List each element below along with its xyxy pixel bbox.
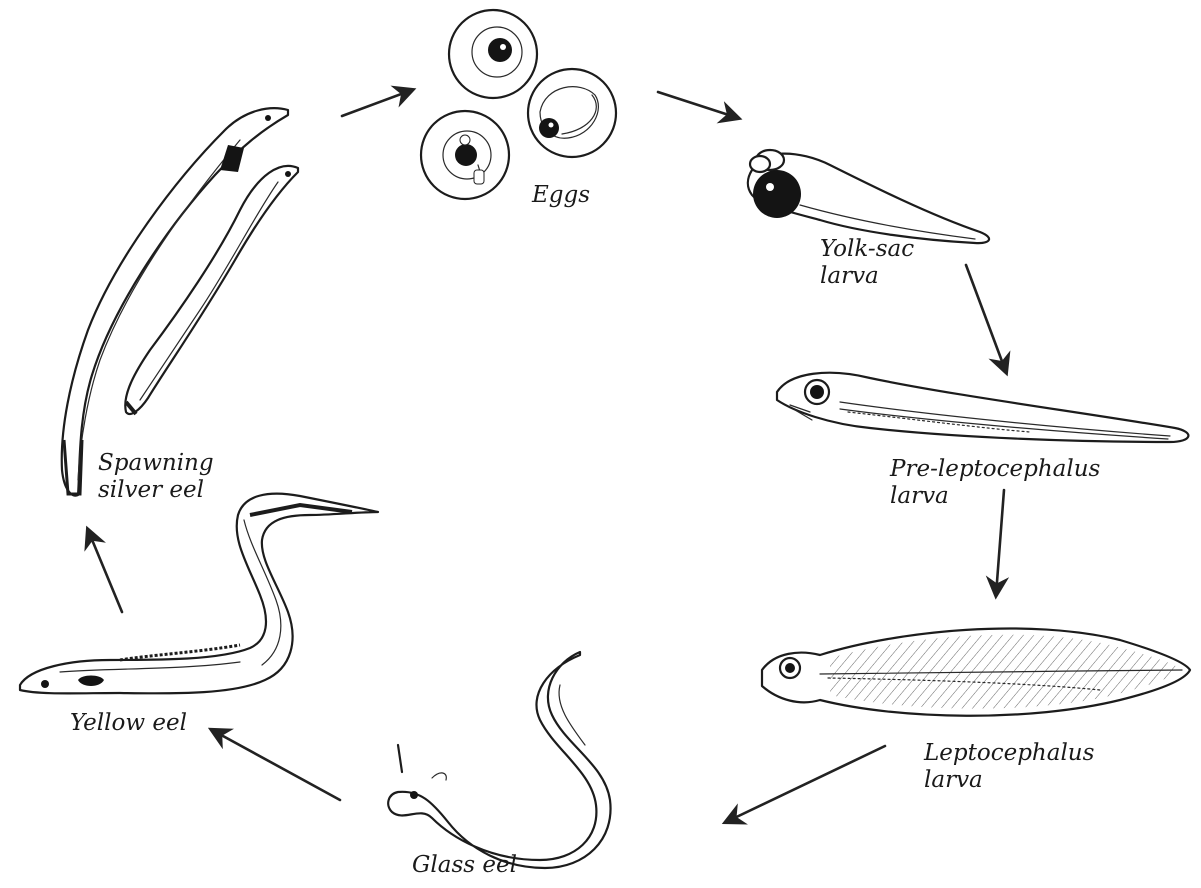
egg-top xyxy=(449,10,537,98)
label-yolk-sac-line-1: Yolk-sac xyxy=(820,236,914,263)
label-yellow-eel: Yellow eel xyxy=(70,710,187,737)
label-leptocephalus-line-1: Leptocephalus xyxy=(924,740,1094,767)
label-pre-leptocephalus-line-2: larva xyxy=(890,483,1100,510)
label-eggs-line-1: Eggs xyxy=(532,182,590,209)
leptocephalus-illustration xyxy=(762,628,1190,715)
label-yolk-sac-larva: Yolk-sac larva xyxy=(820,236,914,290)
arrow-silver-eel-to-eggs xyxy=(342,90,412,116)
label-spawning-silver-eel: Spawning silver eel xyxy=(98,450,214,504)
glass-eel-illustration xyxy=(388,652,610,868)
label-glass-eel: Glass eel xyxy=(412,852,517,879)
label-glass-eel-line-1: Glass eel xyxy=(412,852,517,879)
arrow-eggs-to-yolk-sac xyxy=(658,92,738,118)
label-yolk-sac-line-2: larva xyxy=(820,263,914,290)
arrow-yellow-eel-to-silver-eel xyxy=(88,530,122,612)
label-silver-eel-line-1: Spawning xyxy=(98,450,214,477)
label-leptocephalus-line-2: larva xyxy=(924,767,1094,794)
egg-left xyxy=(421,111,509,199)
label-pre-leptocephalus-larva: Pre-leptocephalus larva xyxy=(890,456,1100,510)
arrow-leptocephalus-to-glass-eel xyxy=(726,746,885,822)
pre-leptocephalus-illustration xyxy=(777,373,1188,442)
yolk-sac-larva-illustration xyxy=(748,150,989,243)
label-silver-eel-line-2: silver eel xyxy=(98,477,214,504)
label-eggs: Eggs xyxy=(532,182,590,209)
label-yellow-eel-line-1: Yellow eel xyxy=(70,710,187,737)
yellow-eel-illustration xyxy=(20,494,378,694)
egg-right xyxy=(528,69,616,157)
eggs-illustration xyxy=(421,10,616,199)
arrow-glass-eel-to-yellow-eel xyxy=(212,730,340,800)
label-leptocephalus-larva: Leptocephalus larva xyxy=(924,740,1094,794)
label-pre-leptocephalus-line-1: Pre-leptocephalus xyxy=(890,456,1100,483)
arrow-yolk-sac-to-pre-leptocephalus xyxy=(966,265,1006,372)
spawning-silver-eel-illustration xyxy=(62,108,298,495)
